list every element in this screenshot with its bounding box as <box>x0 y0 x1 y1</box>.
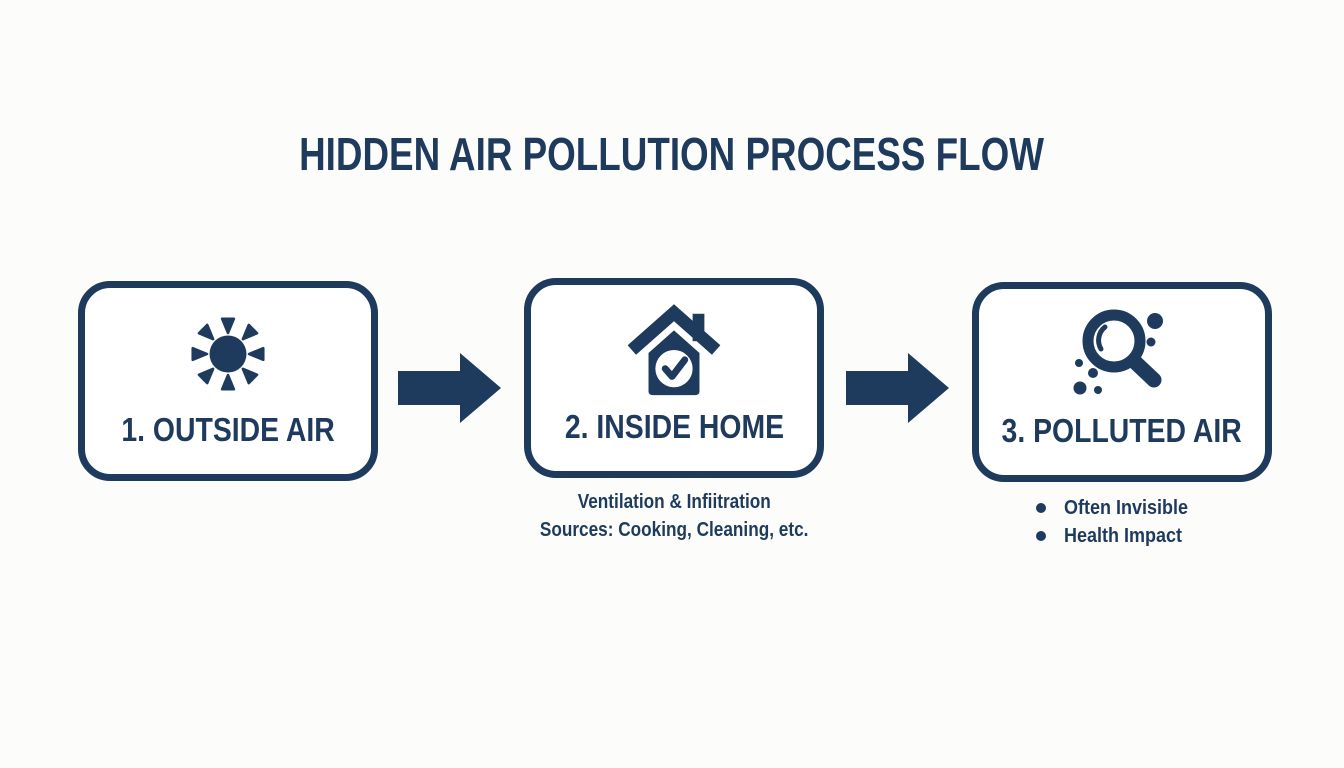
step-label: 1. OUTSIDE AIR <box>104 412 352 448</box>
step-1-label-text: 1. OUTSIDE AIR <box>121 411 335 448</box>
sun-icon <box>191 317 265 391</box>
step-2-label-text: 2. INSIDE HOME <box>564 408 784 445</box>
step-2-notes: Ventilation & Infiitration Sources: Cook… <box>504 488 844 544</box>
note-line-text: Ventilation & Infiitration <box>577 491 771 513</box>
page-title-text: HIDDEN AIR POLLUTION PROCESS FLOW <box>299 128 1045 180</box>
step-box-outside-air: 1. OUTSIDE AIR <box>78 281 378 481</box>
flow-arrow-icon <box>846 353 949 423</box>
page-title: HIDDEN AIR POLLUTION PROCESS FLOW <box>0 128 1344 180</box>
step-box-polluted-air: 3. POLLUTED AIR <box>972 282 1272 482</box>
step-label: 3. POLLUTED AIR <box>982 413 1261 449</box>
bullet-dot-icon <box>1036 531 1046 541</box>
step-3-icon-area <box>1070 303 1174 407</box>
bullet-item-text: Often Invisible <box>1064 496 1189 519</box>
step-label: 2. INSIDE HOME <box>547 409 802 445</box>
flow-arrow-icon <box>398 353 501 423</box>
step-2-icon-area <box>624 299 724 403</box>
house-check-icon <box>627 304 721 396</box>
bullet-item: Often Invisible <box>1036 494 1202 522</box>
magnifier-particles-icon <box>1073 309 1163 395</box>
bullet-dot-icon <box>1036 503 1046 513</box>
step-box-inside-home: 2. INSIDE HOME <box>524 278 824 478</box>
step-3-label-text: 3. POLLUTED AIR <box>1001 412 1243 449</box>
step-3-bullet-list: Often Invisible Health Impact <box>1036 494 1202 550</box>
note-line: Ventilation & Infiitration <box>504 488 844 516</box>
note-line-text: Sources: Cooking, Cleaning, etc. <box>539 519 809 541</box>
step-1-icon-area <box>186 302 270 406</box>
bullet-item-text: Health Impact <box>1064 524 1183 547</box>
bullet-item: Health Impact <box>1036 522 1202 550</box>
note-line: Sources: Cooking, Cleaning, etc. <box>504 516 844 544</box>
